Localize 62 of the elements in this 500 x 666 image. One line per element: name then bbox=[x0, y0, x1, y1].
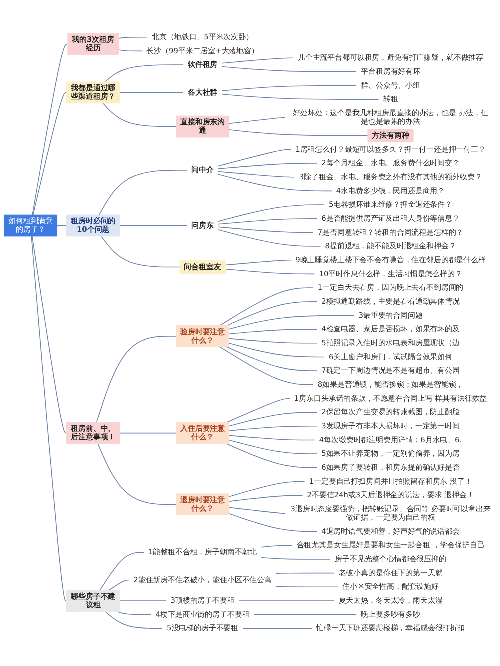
connector bbox=[222, 85, 358, 92]
connector bbox=[32, 92, 68, 216]
connector bbox=[218, 163, 318, 170]
connector bbox=[228, 129, 368, 136]
connector bbox=[100, 236, 180, 268]
connector bbox=[119, 225, 188, 226]
connector bbox=[218, 171, 296, 178]
connector bbox=[228, 426, 318, 432]
connector bbox=[119, 432, 177, 434]
connector bbox=[228, 435, 316, 441]
connector bbox=[228, 481, 306, 498]
connector bbox=[226, 444, 318, 468]
connector bbox=[260, 545, 293, 548]
connector bbox=[218, 174, 333, 192]
connector bbox=[118, 50, 143, 52]
connector bbox=[119, 92, 184, 94]
connector bbox=[222, 66, 358, 72]
connector bbox=[118, 36, 148, 40]
connector bbox=[226, 301, 318, 326]
connector bbox=[100, 552, 145, 591]
connector bbox=[228, 338, 318, 344]
connector bbox=[228, 412, 318, 427]
connector bbox=[228, 343, 326, 358]
connector bbox=[96, 336, 177, 424]
connector bbox=[218, 229, 322, 247]
connector bbox=[274, 572, 335, 574]
connector bbox=[274, 586, 339, 588]
connector bbox=[238, 600, 335, 602]
connector bbox=[104, 64, 184, 82]
connector bbox=[222, 58, 294, 64]
connector bbox=[225, 260, 292, 266]
connector bbox=[218, 226, 314, 234]
connector bbox=[228, 315, 355, 330]
connector bbox=[104, 611, 164, 630]
connector bbox=[102, 102, 177, 128]
connector bbox=[31, 236, 68, 602]
connector bbox=[109, 580, 130, 591]
connector bbox=[242, 628, 313, 630]
connector bbox=[220, 346, 314, 386]
connector bbox=[98, 170, 188, 216]
connector bbox=[226, 346, 318, 372]
connector bbox=[254, 614, 358, 616]
connector bbox=[225, 268, 316, 275]
connector bbox=[228, 440, 318, 454]
connector bbox=[228, 513, 318, 532]
connector bbox=[119, 600, 167, 602]
connector bbox=[222, 94, 380, 100]
connector bbox=[98, 444, 177, 506]
connector bbox=[228, 507, 286, 514]
connector bbox=[228, 495, 304, 502]
connector bbox=[117, 611, 152, 616]
connector bbox=[260, 557, 332, 560]
connector bbox=[56, 225, 68, 226]
connector bbox=[218, 149, 292, 167]
connector bbox=[226, 398, 291, 424]
connector bbox=[32, 236, 68, 434]
connector bbox=[220, 288, 314, 326]
connector bbox=[32, 44, 68, 216]
connector bbox=[218, 218, 318, 225]
connector bbox=[228, 117, 286, 124]
connector bbox=[218, 204, 326, 222]
connector bbox=[228, 329, 318, 335]
